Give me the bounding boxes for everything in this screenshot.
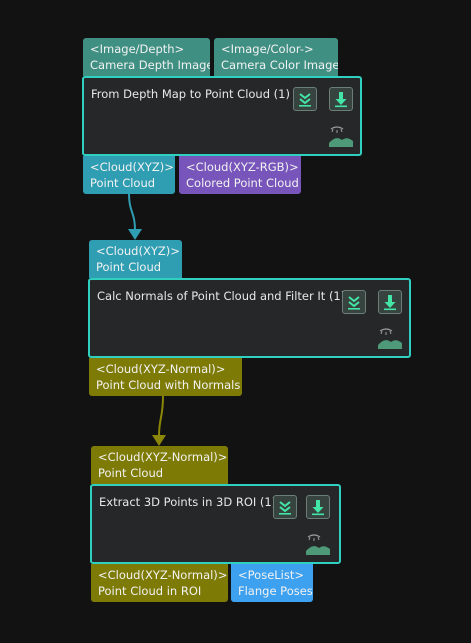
port-type: <PoseList> — [238, 568, 305, 582]
port-type: <Image/Color-> — [221, 42, 314, 56]
collapse-button[interactable] — [293, 87, 317, 111]
step-extract-3d-points-in-3d-roi[interactable]: Extract 3D Points in 3D ROI (1) — [90, 484, 341, 564]
step-from-depth-map-to-point-cloud[interactable]: From Depth Map to Point Cloud (1) — [82, 76, 362, 156]
download-arrow-icon — [312, 500, 324, 516]
save-output-button[interactable] — [306, 495, 330, 519]
visualize-output-icon[interactable] — [327, 123, 355, 149]
port-type: <Cloud(XYZ)> — [90, 160, 174, 174]
output-port-colored-point-cloud[interactable]: <Cloud(XYZ-RGB)> Colored Point Cloud — [179, 156, 301, 194]
wire-pointcloud-to-calc-normals[interactable] — [128, 193, 136, 231]
input-port-camera-depth-image[interactable]: <Image/Depth> Camera Depth Image — [83, 38, 210, 76]
download-arrow-icon — [384, 295, 396, 311]
port-label: Colored Point Cloud — [186, 176, 299, 190]
collapse-button[interactable] — [342, 290, 366, 314]
port-type: <Cloud(XYZ-Normal)> — [98, 450, 228, 464]
port-label: Camera Depth Image — [90, 58, 210, 72]
output-port-point-cloud[interactable]: <Cloud(XYZ)> Point Cloud — [83, 156, 175, 194]
port-type: <Cloud(XYZ-RGB)> — [186, 160, 299, 174]
port-label: Point Cloud in ROI — [98, 584, 202, 598]
port-type: <Image/Depth> — [90, 42, 185, 56]
wire-arrowhead-cyan — [128, 229, 142, 240]
input-port-camera-color-image[interactable]: <Image/Color-> Camera Color Image — [214, 38, 338, 76]
step-title: Extract 3D Points in 3D ROI (1) — [99, 495, 277, 509]
save-output-button[interactable] — [329, 87, 353, 111]
double-chevron-down-icon — [299, 93, 311, 107]
port-type: <Cloud(XYZ)> — [96, 244, 180, 258]
input-port-point-cloud[interactable]: <Cloud(XYZ)> Point Cloud — [89, 240, 182, 278]
port-type: <Cloud(XYZ-Normal)> — [98, 568, 228, 582]
visualize-output-icon[interactable] — [304, 531, 332, 557]
port-label: Flange Poses — [238, 584, 313, 598]
port-type: <Cloud(XYZ-Normal)> — [96, 362, 226, 376]
double-chevron-down-icon — [279, 501, 291, 515]
download-arrow-icon — [335, 92, 347, 108]
port-label: Point Cloud — [96, 260, 162, 274]
wire-arrowhead-olive — [152, 435, 166, 446]
output-port-point-cloud-with-normals[interactable]: <Cloud(XYZ-Normal)> Point Cloud with Nor… — [89, 358, 242, 396]
wire-normals-to-extract-roi[interactable] — [158, 395, 164, 437]
step-calc-normals-and-filter[interactable]: Calc Normals of Point Cloud and Filter I… — [88, 278, 411, 358]
port-label: Point Cloud with Normals — [96, 378, 241, 392]
step-title: Calc Normals of Point Cloud and Filter I… — [97, 289, 346, 303]
output-port-point-cloud-in-roi[interactable]: <Cloud(XYZ-Normal)> Point Cloud in ROI — [91, 564, 228, 602]
double-chevron-down-icon — [348, 296, 360, 310]
input-port-point-cloud-normal[interactable]: <Cloud(XYZ-Normal)> Point Cloud — [91, 446, 228, 484]
port-label: Point Cloud — [98, 466, 164, 480]
port-label: Camera Color Image — [221, 58, 338, 72]
save-output-button[interactable] — [378, 290, 402, 314]
output-port-flange-poses[interactable]: <PoseList> Flange Poses — [231, 564, 313, 602]
visualize-output-icon[interactable] — [376, 325, 404, 351]
collapse-button[interactable] — [273, 495, 297, 519]
step-title: From Depth Map to Point Cloud (1) — [91, 87, 290, 101]
port-label: Point Cloud — [90, 176, 156, 190]
